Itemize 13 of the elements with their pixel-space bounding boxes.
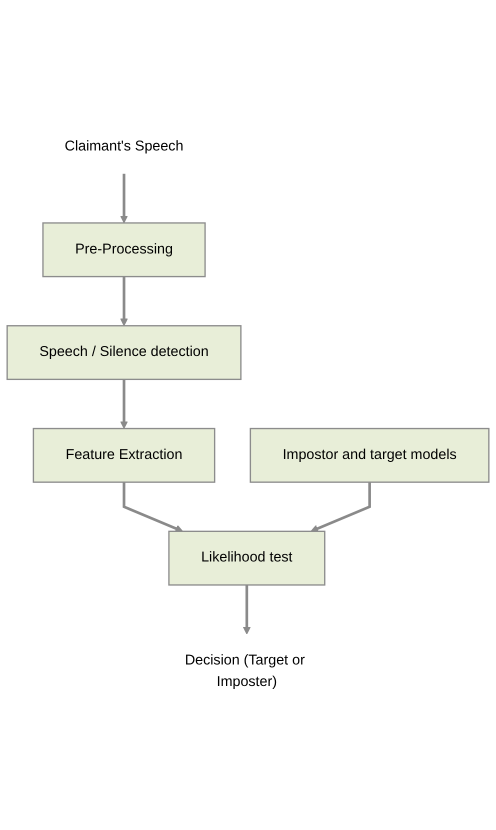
arrow <box>310 482 371 533</box>
node-box: Feature Extraction <box>32 428 216 484</box>
node-box: Likelihood test <box>168 530 326 586</box>
arrow <box>242 585 251 635</box>
node-box: Speech / Silence detection <box>6 325 242 380</box>
node-text: Claimant's Speech <box>64 139 184 154</box>
node-box: Pre-Processing <box>42 222 206 278</box>
arrow <box>120 380 128 430</box>
arrow <box>122 482 184 533</box>
node-box: Impostor and target models <box>250 428 490 484</box>
arrow <box>120 174 128 224</box>
node-text: Decision (Target or Imposter) <box>184 653 305 690</box>
arrow <box>120 276 128 326</box>
